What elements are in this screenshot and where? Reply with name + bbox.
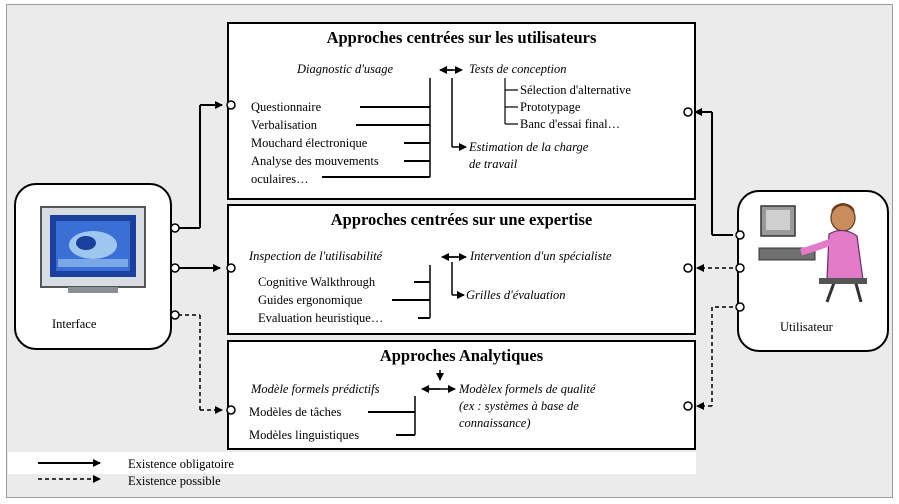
- diag-usage: Diagnostic d'usage: [297, 62, 394, 76]
- modeles-qualite-3: connaissance): [459, 416, 531, 430]
- legend-dashed-label: Existence possible: [128, 474, 221, 488]
- tests-item: Sélection d'alternative: [520, 83, 631, 97]
- box-analytic-title: Approches Analytiques: [379, 346, 544, 365]
- expert-method: Guides ergonomique: [258, 293, 363, 307]
- tests-item: Banc d'essai final…: [520, 117, 621, 131]
- box-expertise: Approches centrées sur une expertise: [227, 204, 696, 335]
- user-panel: Utilisateur: [737, 190, 889, 352]
- user-label: Utilisateur: [780, 320, 833, 334]
- method-item: Mouchard électronique: [251, 136, 368, 150]
- method-item: oculaires…: [251, 172, 309, 186]
- method-item: Questionnaire: [251, 100, 322, 114]
- legend-band: [8, 452, 696, 474]
- user-at-computer-icon: [758, 203, 867, 303]
- estimation-charge-2: de travail: [469, 157, 518, 171]
- modeles-qualite-2: (ex : systèmes à base de: [459, 399, 579, 413]
- method-item: Verbalisation: [251, 118, 317, 132]
- expert-method: Evaluation heuristique…: [258, 311, 384, 325]
- expert-method: Cognitive Walkthrough: [258, 275, 376, 289]
- estimation-charge: Estimation de la charge: [469, 140, 589, 154]
- box-expertise-title: Approches centrées sur une expertise: [330, 210, 593, 229]
- tests-item: Prototypage: [520, 100, 581, 114]
- box-user-title: Approches centrées sur les utilisateurs: [326, 28, 597, 47]
- interface-label: Interface: [52, 317, 97, 331]
- interface-panel: Interface: [14, 183, 172, 350]
- modeles-qualite: Modèlex formels de qualité: [459, 382, 596, 396]
- box-user-centred: Approches centrées sur les utilisateurs: [227, 22, 696, 200]
- tests-conception: Tests de conception: [469, 62, 567, 76]
- grilles-evaluation: Grilles d'évaluation: [466, 288, 566, 302]
- intervention-specialiste: Intervention d'un spécialiste: [470, 249, 612, 263]
- legend-solid-label: Existence obligatoire: [128, 457, 234, 471]
- method-item: Analyse des mouvements: [251, 154, 379, 168]
- inspection-utilisabilite: Inspection de l'utilisabilité: [249, 249, 383, 263]
- modeles-predictifs: Modèle formels prédictifs: [251, 382, 380, 396]
- analytic-item: Modèles linguistiques: [249, 428, 360, 442]
- box-analytic: Approches Analytiques: [227, 340, 696, 450]
- analytic-item: Modèles de tâches: [249, 405, 342, 419]
- monitor-icon: [40, 206, 146, 293]
